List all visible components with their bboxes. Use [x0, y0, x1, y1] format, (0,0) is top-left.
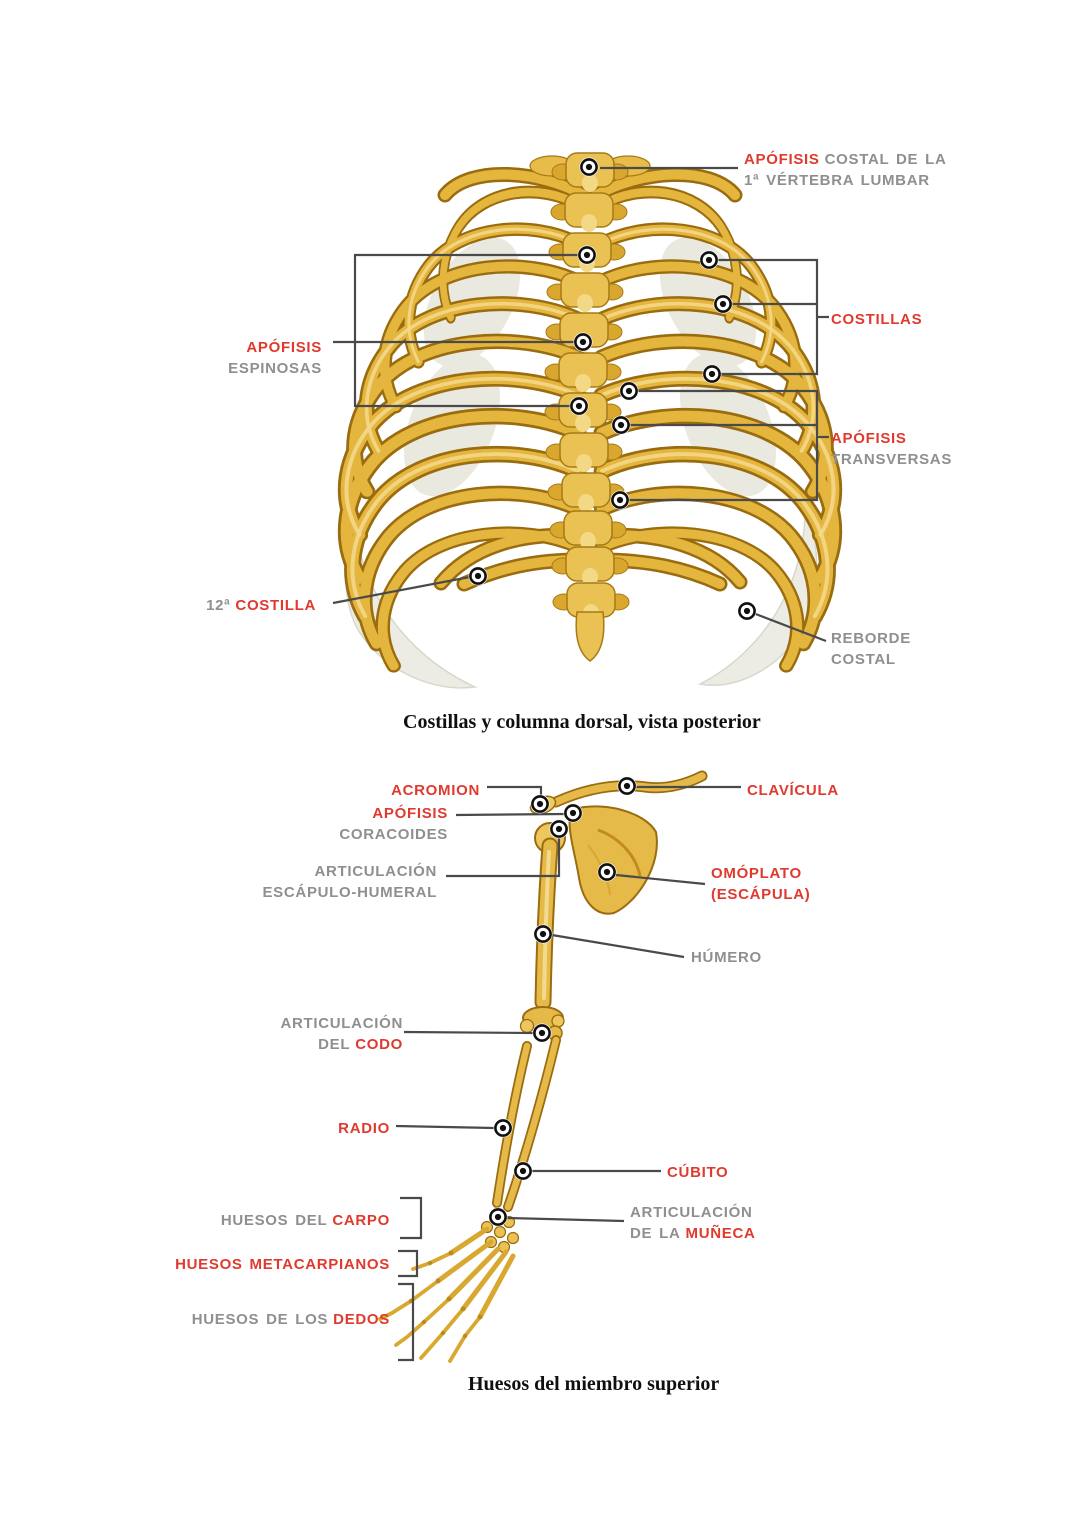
- hand-bones: [378, 1226, 516, 1363]
- label-apofisis-transversas: APÓFISIS TRANSVERSAS: [831, 430, 953, 468]
- label-cubito: CÚBITO: [667, 1164, 729, 1181]
- marker-dot: [548, 818, 570, 840]
- marker-dot: [467, 565, 489, 587]
- label-radio: RADIO: [338, 1120, 390, 1137]
- marker-dot: [578, 156, 600, 178]
- marker-dot: [487, 1206, 509, 1228]
- label-reborde-costal: REBORDE COSTAL: [831, 630, 911, 668]
- marker-dot: [616, 775, 638, 797]
- marker-dot: [512, 1160, 534, 1182]
- fig1-leader-lines: [332, 166, 829, 643]
- marker-dot: [698, 249, 720, 271]
- marker-dot: [609, 489, 631, 511]
- fig2-leader-lines: [395, 785, 741, 1362]
- label-huesos-metacarpianos: HUESOS METACARPIANOS: [175, 1256, 390, 1273]
- label-omoplato: OMÓPLATO (ESCÁPULA): [711, 865, 811, 903]
- humerus-bone: [519, 822, 566, 1034]
- figure1-caption: Costillas y columna dorsal, vista poster…: [403, 711, 761, 733]
- marker-dot: [568, 395, 590, 417]
- carpo-bracket: [400, 1196, 423, 1240]
- label-humero: HÚMERO: [691, 949, 762, 966]
- marker-dot: [610, 414, 632, 436]
- marker-dot: [736, 600, 758, 622]
- label-articulacion-escapulo-humeral: ARTICULACIÓN ESCÁPULO-HUMERAL: [262, 863, 437, 901]
- label-apofisis-coracoides: APÓFISIS CORACOIDES: [339, 805, 448, 843]
- metacarpianos-bracket: [398, 1249, 419, 1278]
- dedos-bracket: [398, 1282, 415, 1362]
- vertebral-column: [529, 152, 651, 662]
- marker-dot: [572, 331, 594, 353]
- marker-dot: [492, 1117, 514, 1139]
- marker-dot: [618, 380, 640, 402]
- marker-dot: [562, 802, 584, 824]
- figure2-caption: Huesos del miembro superior: [468, 1373, 720, 1395]
- ribcage-illustration: [332, 152, 1080, 689]
- marker-dot: [701, 363, 723, 385]
- scapula-bone: [529, 795, 658, 915]
- marker-dot: [596, 861, 618, 883]
- marker-dot: [712, 293, 734, 315]
- label-costillas: COSTILLAS: [831, 311, 923, 328]
- marker-dot: [531, 1022, 553, 1044]
- arm-illustration: [378, 770, 741, 1363]
- marker-dot: [529, 793, 551, 815]
- marker-dot: [532, 923, 554, 945]
- label-clavicula: CLAVÍCULA: [747, 782, 839, 799]
- label-acromion: ACROMION: [391, 782, 480, 799]
- label-apofisis-espinosas: APÓFISIS ESPINOSAS: [228, 339, 322, 377]
- marker-dot: [576, 244, 598, 266]
